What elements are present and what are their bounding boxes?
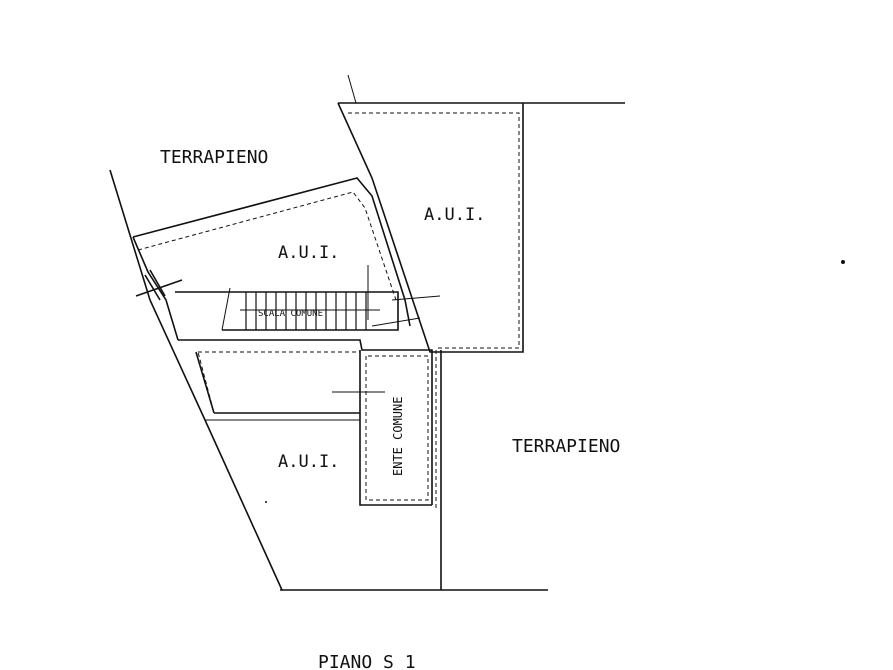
label-terrapieno-top: TERRAPIENO: [160, 147, 268, 168]
ente-comune-box: [359, 350, 432, 506]
stair-section-mark: [367, 265, 441, 327]
upper-right-block-inner: [348, 112, 520, 349]
stray-dot: [841, 260, 845, 264]
upper-room-inner-wall: [137, 191, 397, 301]
label-aui-upper: A.U.I.: [278, 243, 339, 263]
stair-landing: [221, 287, 231, 331]
ente-comune-inner: [365, 355, 429, 501]
middle-room-wall: [178, 339, 433, 505]
label-scala-comune: SCALA COMUNE: [258, 309, 323, 319]
left-door-mark: [135, 269, 183, 301]
stair-treads: [245, 292, 367, 330]
upper-room-left-wall: [132, 236, 179, 341]
floor-caption: PIANO S 1: [318, 652, 416, 670]
label-ente-comune: ENTE COMUNE: [391, 397, 405, 476]
upper-right-block: [337, 102, 625, 353]
label-terrapieno-right: TERRAPIENO: [512, 436, 620, 457]
middle-room-line: [195, 351, 360, 414]
left-boundary-wall: [109, 169, 283, 591]
label-aui-top-right: A.U.I.: [424, 205, 485, 225]
stray-dot-small: [265, 501, 267, 503]
label-aui-lower: A.U.I.: [278, 452, 339, 472]
middle-room-inner: [197, 351, 361, 414]
top-stub-line: [347, 74, 357, 104]
upper-room-wall: [132, 177, 411, 327]
